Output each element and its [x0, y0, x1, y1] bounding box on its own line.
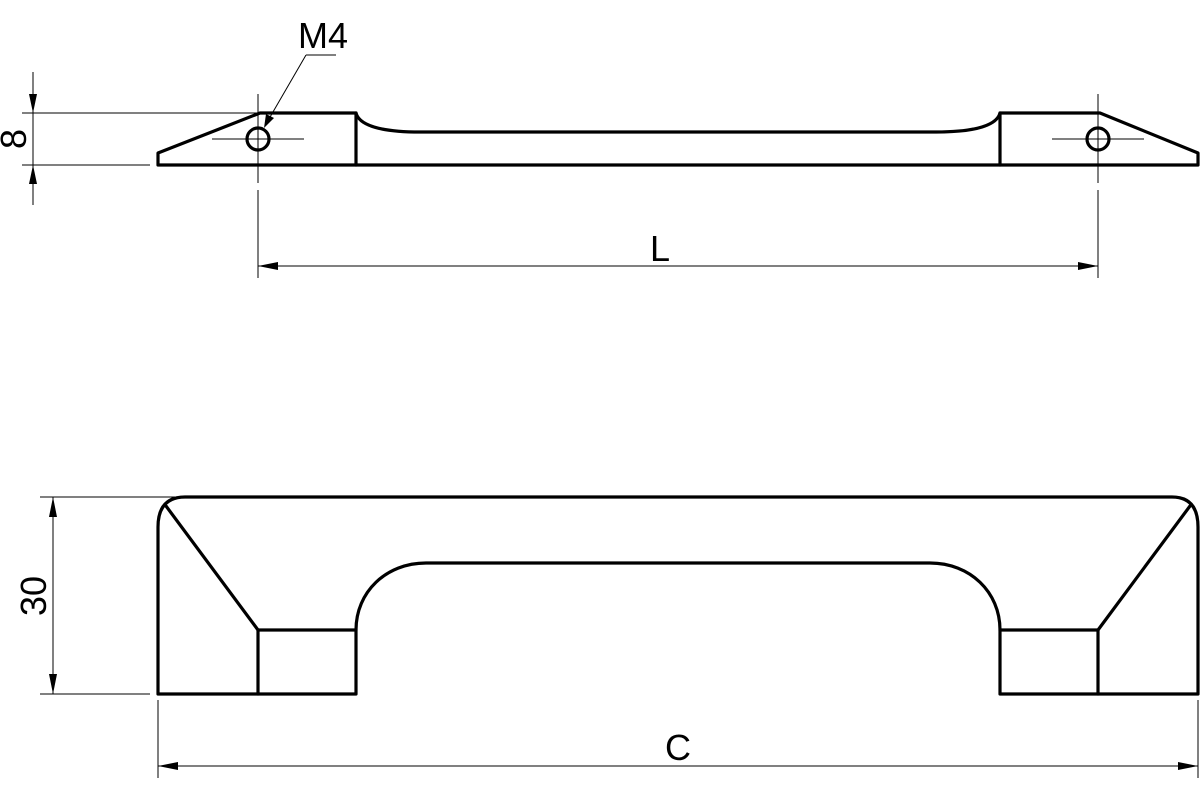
height-front-arrow-lower: [49, 674, 57, 694]
front-view-outline: [156, 495, 1200, 696]
height-front-dimension: 30: [13, 496, 175, 695]
height-top-label: 8: [0, 129, 34, 149]
hole-spacing-arrow-left: [258, 262, 278, 270]
overall-length-arrow-left: [158, 762, 178, 770]
thread-leader-line: [265, 54, 307, 125]
height-front-arrow-upper: [49, 497, 57, 517]
thread-callout: M4: [264, 15, 348, 128]
top-view-outline: [156, 111, 1200, 167]
hole-spacing-arrow-right: [1078, 262, 1098, 270]
height-top-arrow-upper: [29, 94, 37, 113]
thread-leader-arrowhead: [264, 114, 274, 128]
hole-spacing-dimension: L: [257, 190, 1099, 278]
overall-length-label: C: [665, 727, 691, 768]
hole-spacing-label: L: [650, 228, 670, 269]
front-right-bevel: [1096, 504, 1192, 632]
overall-length-arrow-right: [1178, 762, 1198, 770]
height-top-arrow-lower: [29, 165, 37, 184]
height-top-dimension: 8: [0, 72, 258, 205]
front-left-bevel: [164, 504, 260, 632]
top-view: [156, 94, 1200, 183]
thread-label: M4: [298, 15, 348, 56]
overall-length-dimension: C: [157, 700, 1199, 778]
front-view: [156, 495, 1200, 696]
height-front-label: 30: [13, 576, 54, 616]
